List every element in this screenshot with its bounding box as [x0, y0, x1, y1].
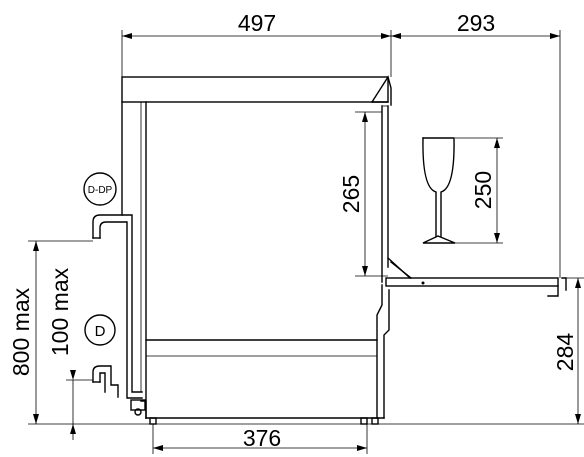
dimension-drain-height: 800 max [8, 240, 93, 424]
dimension-machine-width: 497 [121, 10, 392, 77]
dimension-door-height: 284 [552, 277, 584, 424]
glass-height-value: 250 [470, 171, 496, 209]
callout-drain-pump: D-DP [83, 172, 117, 206]
open-depth-value: 293 [457, 10, 495, 36]
wine-glass-icon [422, 137, 456, 244]
rack-clearance-value: 265 [338, 175, 364, 213]
door-height-value: 284 [552, 333, 578, 372]
dimension-glass-height: 250 [455, 137, 503, 244]
leg-spacing-value: 376 [243, 425, 281, 451]
drain-label: D [95, 323, 106, 340]
dimension-inlet-height: 100 max [47, 267, 93, 440]
machine-body [28, 75, 584, 425]
dimension-open-depth: 293 [391, 10, 561, 278]
drain-pump-label: D-DP [88, 185, 113, 196]
callout-drain: D [84, 314, 116, 346]
dimension-rack-clearance: 265 [338, 111, 388, 277]
inlet-height-value: 100 max [47, 267, 73, 356]
machine-width-value: 497 [238, 10, 276, 36]
pipes [92, 214, 147, 419]
dimension-leg-spacing: 376 [152, 424, 368, 454]
open-door [385, 257, 567, 297]
drain-height-value: 800 max [8, 287, 34, 376]
